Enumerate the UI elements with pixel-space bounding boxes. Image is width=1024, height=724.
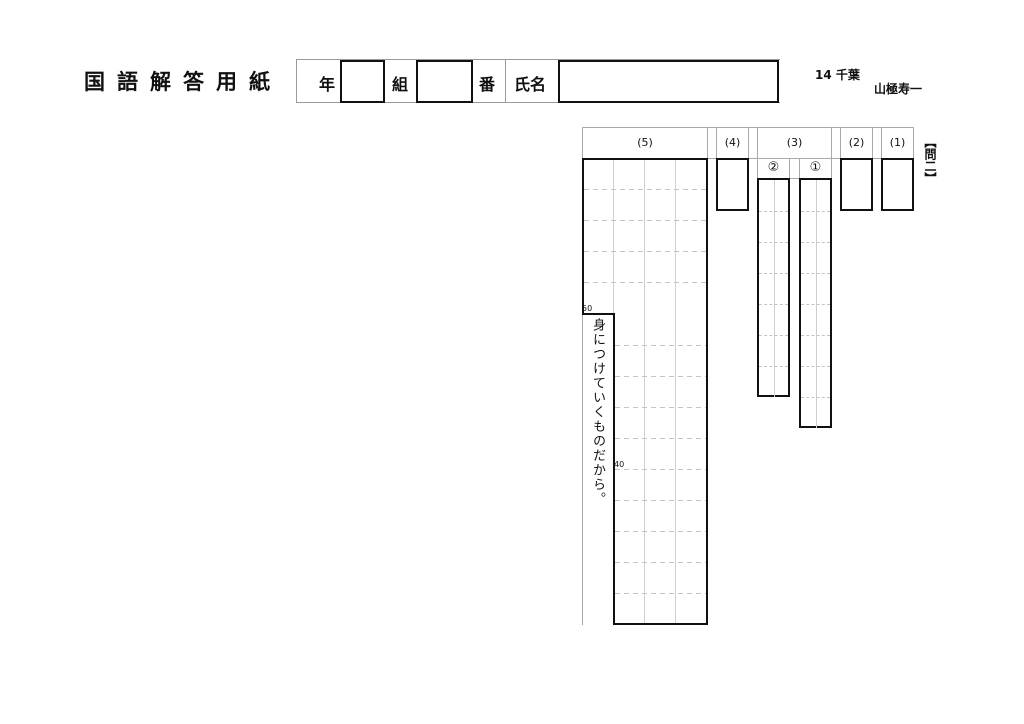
form-title: 国語解答用紙 [84,70,282,94]
question-5-label: (5) [637,136,653,149]
label-sep [831,127,832,179]
header-frame-bottom [296,102,780,103]
marker-50: 50 [582,304,593,313]
label-sep [748,127,749,159]
name-label: 氏名 [514,75,547,94]
label-sep [789,158,790,179]
question-4-label: (4) [724,136,741,149]
grid-dash [801,242,830,243]
grid-dash [759,366,788,367]
grid-dash [801,335,830,336]
header-frame-top [296,59,780,60]
grid-dash [801,273,830,274]
sub-row-bottom [757,178,831,179]
class-field[interactable] [416,60,473,103]
grid-dash [801,397,830,398]
label-sep [716,127,717,159]
answer-column-q3-2[interactable] [757,178,790,397]
name-field[interactable] [558,60,779,103]
label-sep [707,127,708,159]
author-name: 山極寿一 [874,82,923,96]
class-label: 組 [392,75,409,94]
sub-item-1-label: ① [809,160,822,175]
grid-dash [759,242,788,243]
label-sep [840,127,841,159]
label-sep [799,158,800,179]
question-3-label: (3) [786,136,803,149]
q5-given-text: 身につけていくものだから。 [590,318,605,507]
label-sep [757,127,758,179]
answer-box-q4[interactable] [716,158,749,211]
grid-dash [801,366,830,367]
grid-dash [801,211,830,212]
grid-line [774,180,775,397]
label-sep [582,127,583,625]
exam-source: 14 千葉 [815,68,860,82]
label-sep [913,127,914,159]
answer-column-q3-1[interactable] [799,178,832,428]
marker-40: 40 [614,460,625,469]
year-field[interactable] [340,60,385,103]
answer-box-q2[interactable] [840,158,873,211]
label-sep [872,127,873,159]
answer-grid-q5[interactable] [582,158,708,625]
grid-dash [759,211,788,212]
section-heading: 【問二】 [923,136,937,184]
sub-item-2-label: ② [767,160,780,175]
year-label: 年 [319,75,336,94]
question-1-label: (1) [889,136,906,149]
question-2-label: (2) [848,136,865,149]
label-sep [881,127,882,159]
header-divider [505,59,506,103]
grid-dash [759,335,788,336]
grid-dash [759,304,788,305]
number-label: 番 [479,75,496,94]
answer-box-q1[interactable] [881,158,914,211]
grid-dash [801,304,830,305]
q5-grid-svg [582,158,708,625]
header-frame-left [296,59,297,103]
grid-dash [759,273,788,274]
